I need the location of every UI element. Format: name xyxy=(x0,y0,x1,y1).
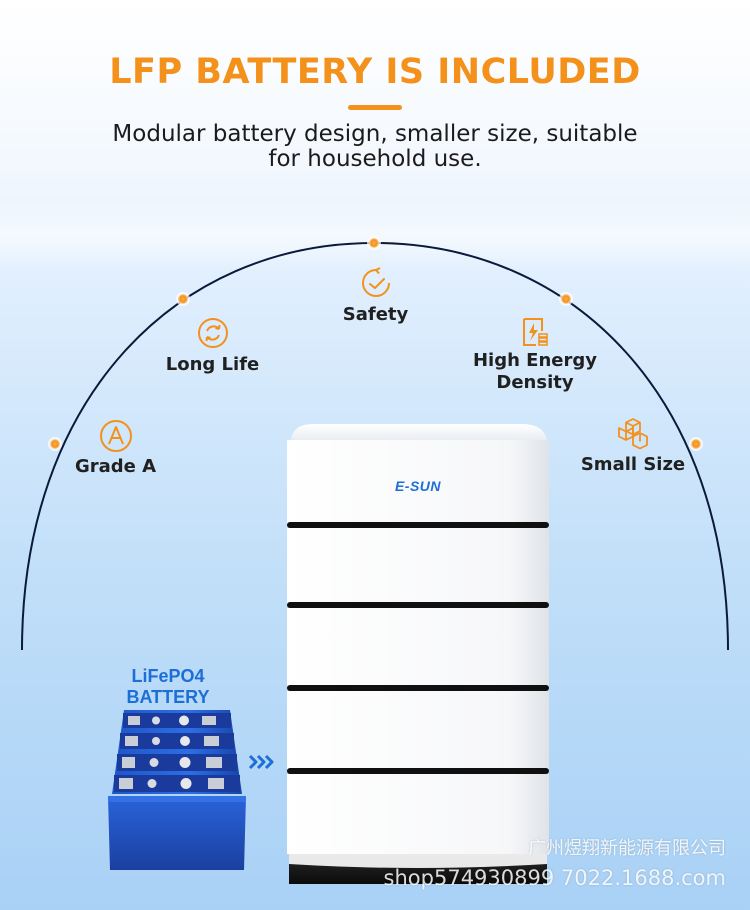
subtitle-line-1: Modular battery design, smaller size, su… xyxy=(112,121,638,147)
watermark-shop-url: shop574930899 7022.1688.com xyxy=(383,866,726,890)
battery-module xyxy=(287,774,549,854)
feature-small-size: Small Size xyxy=(572,416,694,476)
feature-long-life: Long Life xyxy=(150,316,275,376)
title-underline xyxy=(348,105,402,110)
arc-node xyxy=(559,292,573,306)
module-seam xyxy=(287,602,549,608)
feature-label: Safety xyxy=(342,304,409,325)
controller-module xyxy=(287,440,549,524)
recycle-arrows-icon xyxy=(197,318,228,348)
double-chevron-right-icon xyxy=(248,754,274,770)
page-title: LFP BATTERY IS INCLUDED xyxy=(109,52,641,92)
cell-stack-front xyxy=(108,796,246,870)
cell-stack-top xyxy=(112,710,242,794)
feature-label: Grade A xyxy=(74,456,157,477)
battery-module xyxy=(287,528,549,604)
feature-grade-a: Grade A xyxy=(58,418,173,478)
page-subtitle: Modular battery design, smaller size, su… xyxy=(0,122,750,172)
grade-a-icon xyxy=(99,420,132,452)
feature-label-line-1: High Energy xyxy=(472,350,597,371)
module-seam xyxy=(287,685,549,691)
energy-bolt-icon xyxy=(523,318,548,346)
light-glow xyxy=(0,200,750,270)
cell-row xyxy=(114,775,240,792)
stacked-boxes-icon xyxy=(618,418,648,450)
cabinet-top xyxy=(291,424,547,440)
cell-row xyxy=(123,713,231,728)
cells-label-line-1: LiFePO4 xyxy=(131,666,205,686)
feature-high-energy-density: High Energy Density xyxy=(460,316,610,394)
arc-node xyxy=(689,437,703,451)
cells-label: LiFePO4 BATTERY xyxy=(108,666,228,708)
watermark-company: 广州煜翔新能源有限公司 xyxy=(528,838,726,859)
battery-cabinet xyxy=(287,424,549,884)
arc-node xyxy=(48,437,62,451)
module-seam xyxy=(287,768,549,774)
feature-label: Small Size xyxy=(580,454,686,475)
module-seam xyxy=(287,522,549,528)
cells-label-line-2: BATTERY xyxy=(126,687,210,707)
safety-clock-icon xyxy=(361,267,390,297)
battery-module xyxy=(287,691,549,769)
subtitle-line-2: for household use. xyxy=(268,146,482,172)
feature-safety: Safety xyxy=(318,266,433,326)
battery-module xyxy=(287,608,549,686)
brand-logo: E-SUN xyxy=(394,478,442,494)
arc-node xyxy=(367,236,381,250)
feature-label-line-2: Density xyxy=(496,372,574,393)
cell-row xyxy=(117,754,237,771)
cell-row xyxy=(120,733,234,749)
lifepo4-cells-image xyxy=(108,710,246,870)
feature-label: Long Life xyxy=(165,354,260,375)
arc-node xyxy=(176,292,190,306)
